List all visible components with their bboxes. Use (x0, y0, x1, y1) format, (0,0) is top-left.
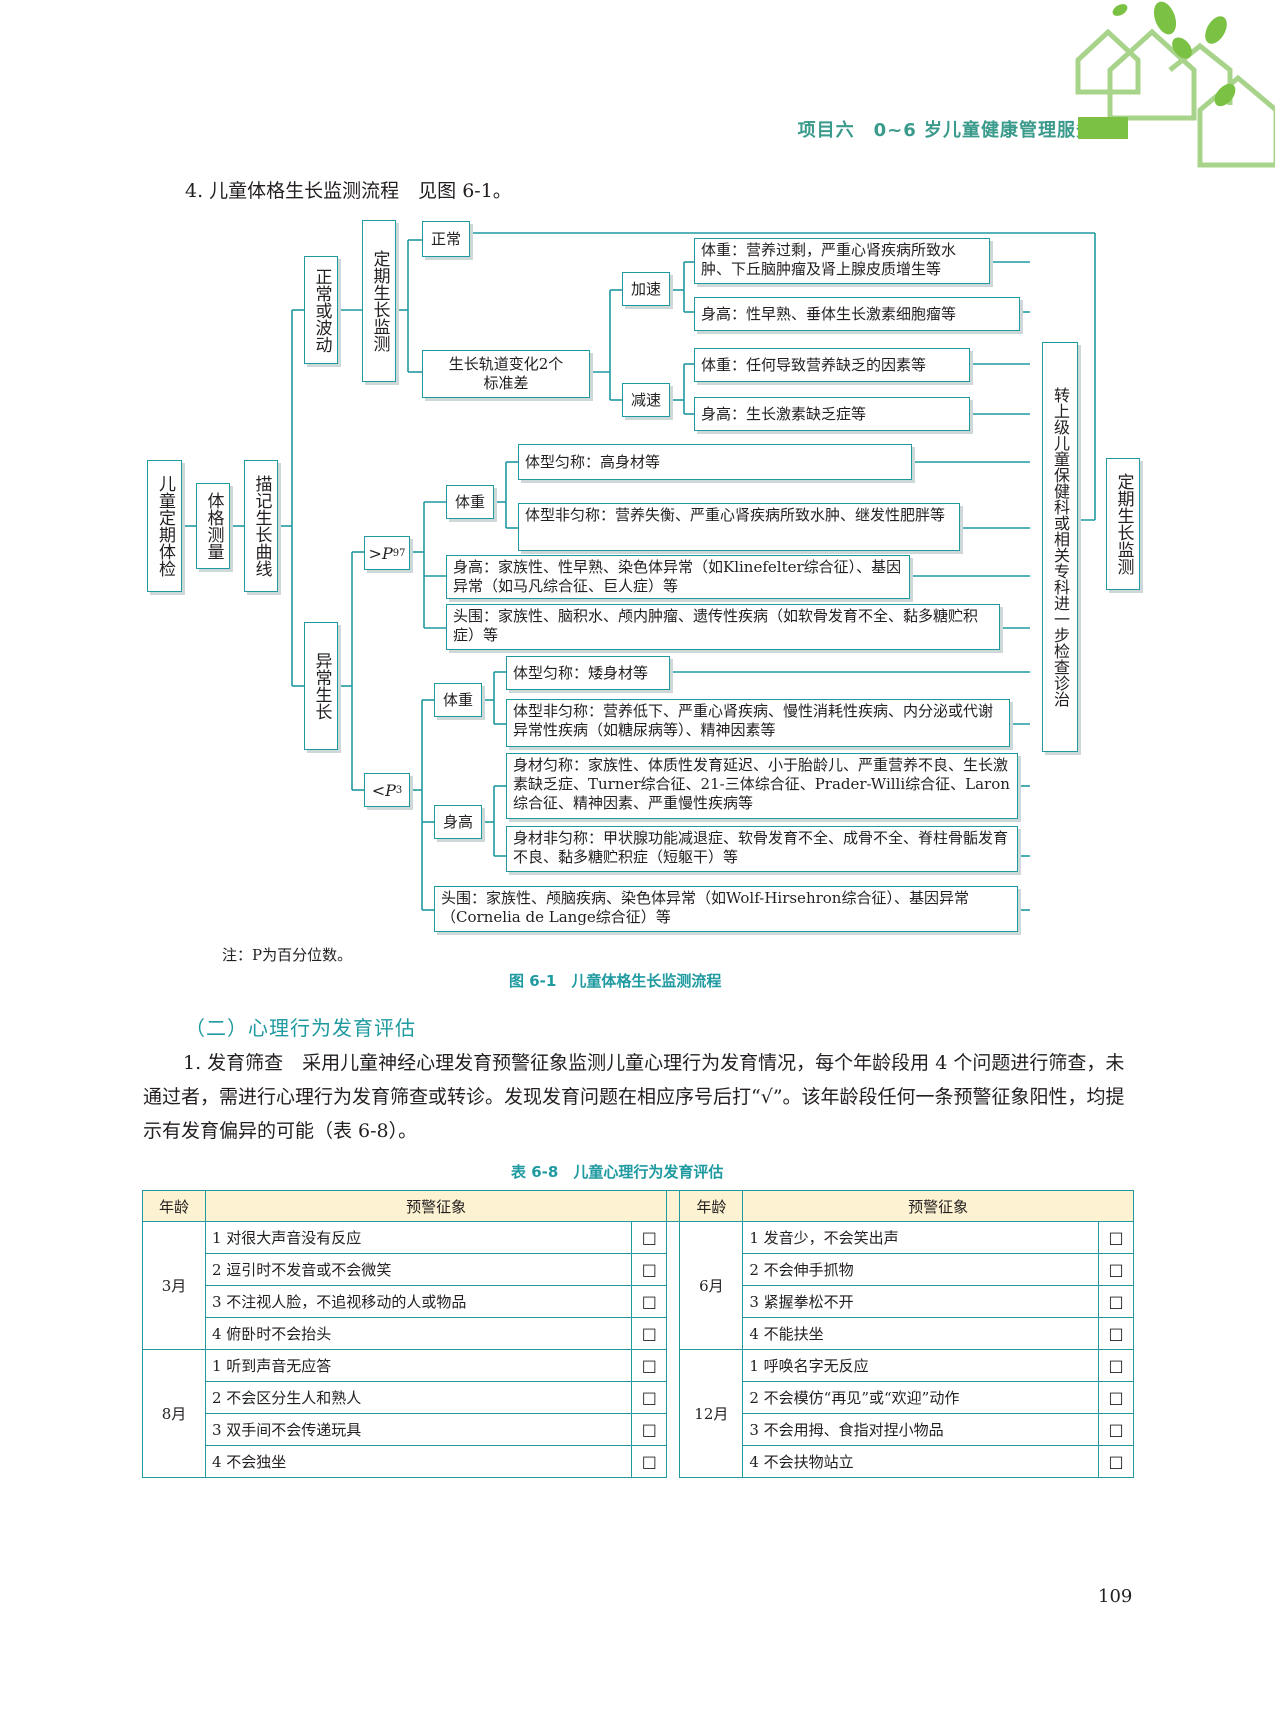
table-row: 3 不注视人脸，不追视移动的人或物品 □ 3 紧握拳松不开 □ (143, 1286, 1134, 1318)
node-lo-weight-asym: 体型非匀称：营养低下、严重心肾疾病、慢性消耗性疾病、内分泌或代谢异常性疾病（如糖… (506, 699, 1010, 747)
node-root: 儿童定期体检 (147, 460, 182, 592)
sign-cell: 3 不注视人脸，不追视移动的人或物品 (206, 1286, 632, 1318)
node-lo-head: 头围：家族性、颅脑疾病、染色体异常（如Wolf-Hirsehron综合征）、基因… (434, 886, 1018, 932)
sign-cell: 2 不会区分生人和熟人 (206, 1382, 632, 1414)
page-number: 109 (1098, 1586, 1132, 1607)
figure-caption: 图 6-1 儿童体格生长监测流程 (509, 970, 721, 991)
node-normal: 正常 (422, 221, 470, 257)
node-track-change: 生长轨道变化2个标准差 (422, 350, 590, 398)
node-accel-weight: 体重：营养过剩，严重心肾疾病所致水肿、下丘脑肿瘤及肾上腺皮质增生等 (694, 238, 990, 284)
col-age-left: 年龄 (143, 1191, 206, 1222)
paragraph-screening: 1. 发育筛查 采用儿童神经心理发育预警征象监测儿童心理行为发育情况，每个年龄段… (143, 1046, 1133, 1148)
node-accel: 加速 (622, 272, 670, 306)
node-lo-height-asym: 身材非匀称：甲状腺功能减退症、软骨发育不全、成骨不全、脊柱骨骺发育不良、黏多糖贮… (506, 826, 1018, 872)
node-monitor-right: 定期生长监测 (1106, 458, 1140, 590)
sign-cell: 1 呼唤名字无反应 (743, 1350, 1099, 1382)
section-heading: （二）心理行为发育评估 (185, 1012, 416, 1041)
sign-cell: 2 不会伸手抓物 (743, 1254, 1099, 1286)
node-lo-height-sym: 身材匀称：家族性、体质性发育延迟、小于胎龄儿、严重营养不良、生长激素缺乏症、Tu… (506, 753, 1018, 819)
table-row: 3月 1 对很大声音没有反应 □ 6月 1 发音少，不会笑出声 □ (143, 1222, 1134, 1254)
sign-cell: 1 听到声音无应答 (206, 1350, 632, 1382)
sign-cell: 3 紧握拳松不开 (743, 1286, 1099, 1318)
checkbox[interactable]: □ (1099, 1382, 1134, 1414)
table-row: 4 俯卧时不会抬头 □ 4 不能扶坐 □ (143, 1318, 1134, 1350)
node-hi-head: 头围：家族性、脑积水、颅内肿瘤、遗传性疾病（如软骨发育不全、黏多糖贮积症）等 (446, 604, 1000, 650)
checkbox[interactable]: □ (632, 1446, 667, 1478)
sign-cell: 2 逗引时不发音或不会微笑 (206, 1254, 632, 1286)
checkbox[interactable]: □ (632, 1318, 667, 1350)
node-hi-weight-asym: 体型非匀称：营养失衡、严重心肾疾病所致水肿、继发性肥胖等 (518, 503, 960, 551)
node-lo-height: 身高 (434, 805, 482, 839)
sign-cell: 4 不会独坐 (206, 1446, 632, 1478)
col-age-right: 年龄 (680, 1191, 743, 1222)
checkbox[interactable]: □ (632, 1254, 667, 1286)
col-signs-left: 预警征象 (206, 1191, 667, 1222)
running-header: 项目六 0~6 岁儿童健康管理服务 (798, 116, 1095, 142)
checkbox[interactable]: □ (632, 1414, 667, 1446)
age-cell: 12月 (680, 1350, 743, 1478)
col-signs-right: 预警征象 (743, 1191, 1134, 1222)
checkbox[interactable]: □ (632, 1222, 667, 1254)
node-normal-branch: 正常或波动 (304, 256, 338, 364)
node-lo-weight-sym: 体型匀称：矮身材等 (506, 656, 670, 690)
development-table: 年龄 预警征象 年龄 预警征象 3月 1 对很大声音没有反应 □ 6月 1 发音… (142, 1190, 1134, 1478)
house-leaf-decoration (1060, 0, 1275, 175)
checkbox[interactable]: □ (632, 1382, 667, 1414)
sign-cell: 3 不会用拇、食指对捏小物品 (743, 1414, 1099, 1446)
header-accent-bar (1078, 117, 1128, 139)
node-hi-weight-sym: 体型匀称：高身材等 (518, 444, 912, 480)
sign-cell: 4 俯卧时不会抬头 (206, 1318, 632, 1350)
node-abnormal: 异常生长 (304, 622, 338, 750)
section-4-heading: 4. 儿童体格生长监测流程 见图 6-1。 (185, 176, 512, 203)
sign-cell: 2 不会模仿“再见”或“欢迎”动作 (743, 1382, 1099, 1414)
checkbox[interactable]: □ (632, 1350, 667, 1382)
node-plot: 描记生长曲线 (244, 460, 278, 592)
node-decel-height: 身高：生长激素缺乏症等 (694, 397, 970, 431)
node-measure: 体格测量 (196, 483, 230, 569)
checkbox[interactable]: □ (632, 1286, 667, 1318)
table-row: 4 不会独坐 □ 4 不会扶物站立 □ (143, 1446, 1134, 1478)
sign-cell: 4 不能扶坐 (743, 1318, 1099, 1350)
sign-cell: 3 双手间不会传递玩具 (206, 1414, 632, 1446)
checkbox[interactable]: □ (1099, 1414, 1134, 1446)
table-row: 8月 1 听到声音无应答 □ 12月 1 呼唤名字无反应 □ (143, 1350, 1134, 1382)
node-hi-height: 身高：家族性、性早熟、染色体异常（如Klinefelter综合征）、基因异常（如… (446, 555, 910, 599)
node-accel-height: 身高：性早熟、垂体生长激素细胞瘤等 (694, 297, 1020, 331)
node-decel-weight: 体重：任何导致营养缺乏的因素等 (694, 348, 970, 382)
age-cell: 6月 (680, 1222, 743, 1350)
node-monitor-left: 定期生长监测 (362, 220, 396, 382)
checkbox[interactable]: □ (1099, 1254, 1134, 1286)
checkbox[interactable]: □ (1099, 1286, 1134, 1318)
checkbox[interactable]: □ (1099, 1350, 1134, 1382)
age-cell: 8月 (143, 1350, 206, 1478)
table-row: 3 双手间不会传递玩具 □ 3 不会用拇、食指对捏小物品 □ (143, 1414, 1134, 1446)
checkbox[interactable]: □ (1099, 1446, 1134, 1478)
sign-cell: 1 对很大声音没有反应 (206, 1222, 632, 1254)
node-lo-weight: 体重 (434, 683, 482, 717)
table-row: 2 不会区分生人和熟人 □ 2 不会模仿“再见”或“欢迎”动作 □ (143, 1382, 1134, 1414)
table-row: 2 逗引时不发音或不会微笑 □ 2 不会伸手抓物 □ (143, 1254, 1134, 1286)
node-hi-weight: 体重 (446, 485, 494, 519)
checkbox[interactable]: □ (1099, 1318, 1134, 1350)
node-refer: 转上级儿童保健科或相关专科进一步检查诊治 (1042, 342, 1078, 752)
table-caption: 表 6-8 儿童心理行为发育评估 (511, 1161, 723, 1182)
node-decel: 减速 (622, 383, 670, 417)
sign-cell: 1 发音少，不会笑出声 (743, 1222, 1099, 1254)
checkbox[interactable]: □ (1099, 1222, 1134, 1254)
age-cell: 3月 (143, 1222, 206, 1350)
sign-cell: 4 不会扶物站立 (743, 1446, 1099, 1478)
figure-note: 注：P为百分位数。 (222, 944, 352, 965)
